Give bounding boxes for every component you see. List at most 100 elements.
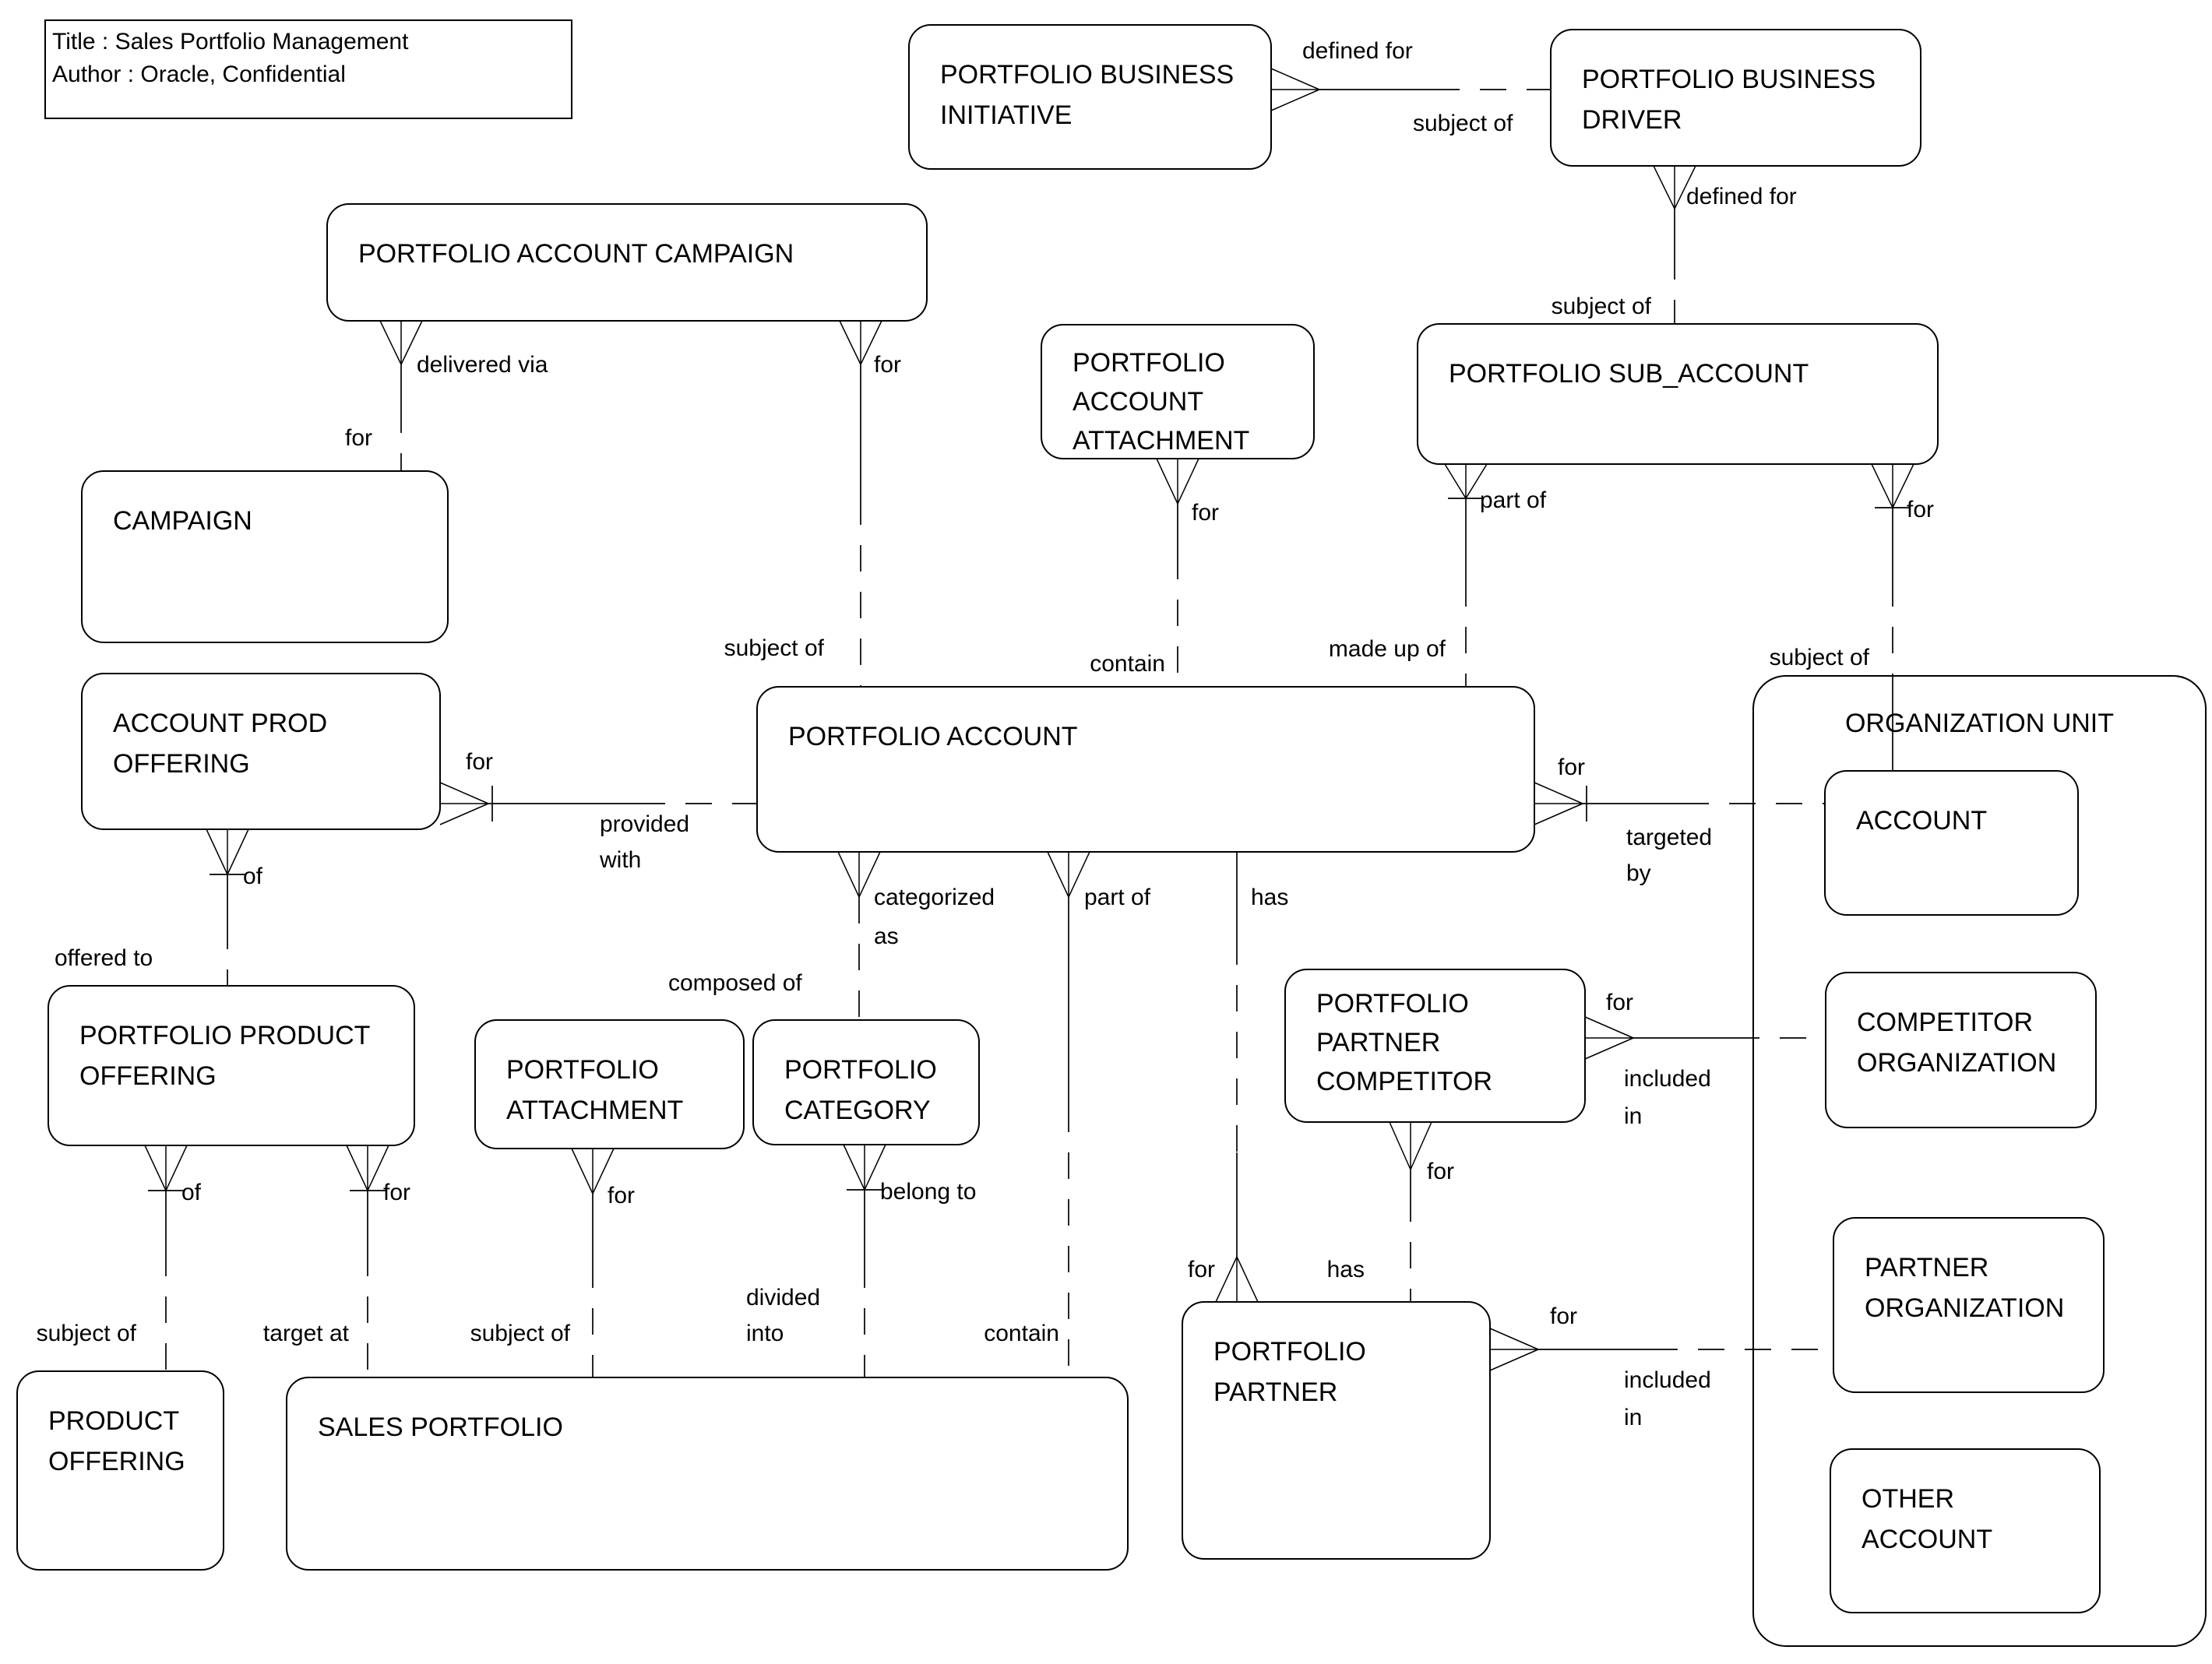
crows-foot — [1068, 851, 1090, 898]
relationship-label: made up of — [1329, 636, 1446, 662]
relationship-label: of — [181, 1180, 202, 1205]
relationship-label: in — [1624, 1405, 1642, 1430]
crows-foot — [379, 320, 402, 365]
entity-label: PORTFOLIO ACCOUNT CAMPAIGN — [358, 239, 794, 269]
entity-label: PORTFOLIO — [1073, 348, 1225, 378]
crows-foot — [1465, 463, 1488, 499]
entity-portfolio-account-campaign[interactable]: PORTFOLIO ACCOUNT CAMPAIGN — [326, 203, 928, 322]
relationship-label: belong to — [880, 1179, 976, 1205]
entity-label: PARTNER — [1316, 1028, 1440, 1057]
entity-label: ACCOUNT PROD — [113, 709, 327, 738]
relationship-label: subject of — [1552, 294, 1652, 319]
relationship-attachment-account: for contain — [1090, 458, 1219, 687]
crows-foot — [1177, 458, 1199, 505]
crows-foot — [571, 1148, 594, 1194]
relationship-label: for — [383, 1180, 410, 1205]
crows-foot — [1584, 1016, 1634, 1039]
entity-label: PORTFOLIO SUB_ACCOUNT — [1449, 359, 1809, 389]
relationship-label: included — [1624, 1367, 1711, 1393]
crows-foot — [439, 803, 489, 825]
entity-label: COMPETITOR — [1316, 1067, 1492, 1096]
entity-campaign[interactable]: CAMPAIGN — [81, 470, 449, 643]
relationship-label: subject of — [1770, 645, 1870, 670]
entity-label: PORTFOLIO BUSINESS — [1582, 65, 1876, 94]
entity-competitor-organization[interactable]: COMPETITOR ORGANIZATION — [1825, 972, 2097, 1128]
entity-portfolio-account[interactable]: PORTFOLIO ACCOUNT — [756, 686, 1535, 853]
relationship-pa-pcat: categorized as composed of — [668, 851, 995, 1020]
entity-organization-unit[interactable]: ORGANIZATION UNIT — [1752, 675, 2207, 1647]
crows-foot — [144, 1145, 167, 1191]
entity-label: ORGANIZATION — [1857, 1048, 2056, 1078]
crows-foot — [1871, 463, 1893, 508]
entity-label: CAMPAIGN — [113, 506, 252, 536]
entity-label: PARTNER — [1213, 1377, 1337, 1407]
relationship-label: included — [1624, 1066, 1711, 1092]
relationship-label: for — [1558, 755, 1585, 780]
relationship-label: divided — [746, 1285, 820, 1310]
relationship-label: categorized — [874, 885, 995, 910]
crows-foot — [1489, 1349, 1539, 1371]
entity-label: ORGANIZATION UNIT — [1845, 709, 2114, 738]
relationship-label: as — [874, 923, 899, 949]
relationship-driver-subaccount: defined for subject of — [1552, 165, 1797, 324]
crows-foot — [165, 1145, 188, 1191]
crows-foot — [1584, 1037, 1634, 1060]
relationship-campaign-delivery: delivered via for — [345, 320, 548, 471]
entity-portfolio-sub-account[interactable]: PORTFOLIO SUB_ACCOUNT — [1417, 323, 1939, 465]
crows-foot — [1534, 782, 1583, 804]
relationship-label: contain — [1090, 651, 1165, 677]
crows-foot — [1047, 851, 1069, 898]
crows-foot — [367, 1145, 389, 1191]
entity-label: ATTACHMENT — [506, 1096, 683, 1125]
crows-foot — [227, 828, 249, 875]
crows-foot — [346, 1145, 368, 1191]
entity-account[interactable]: ACCOUNT — [1824, 770, 2079, 916]
crows-foot — [1156, 458, 1178, 505]
relationship-label: for — [345, 425, 372, 451]
entity-portfolio-business-driver[interactable]: PORTFOLIO BUSINESS DRIVER — [1550, 29, 1921, 167]
crows-foot — [1653, 165, 1675, 209]
relationship-label: for — [1192, 500, 1219, 526]
relationship-label: defined for — [1302, 38, 1413, 64]
entity-sales-portfolio[interactable]: SALES PORTFOLIO — [286, 1377, 1129, 1571]
crows-foot — [837, 851, 860, 898]
entity-label: CATEGORY — [784, 1096, 931, 1125]
relationship-label: contain — [984, 1321, 1059, 1346]
relationship-label: defined for — [1686, 184, 1797, 209]
relationship-label: has — [1327, 1257, 1365, 1282]
diagram-title: Title : Sales Portfolio Management — [52, 29, 409, 55]
entity-label: DRIVER — [1582, 105, 1682, 135]
crows-foot — [1270, 68, 1320, 90]
entity-label: OFFERING — [48, 1447, 185, 1476]
relationship-label: part of — [1480, 487, 1547, 513]
relationship-label: in — [1624, 1103, 1642, 1129]
relationship-label: composed of — [668, 970, 802, 996]
relationship-label: targeted — [1626, 825, 1712, 850]
relationship-label: for — [1188, 1257, 1215, 1282]
relationship-label: delivered via — [417, 352, 548, 378]
relationship-label: subject of — [470, 1321, 571, 1346]
crows-foot — [843, 1144, 865, 1191]
entity-label: COMPETITOR — [1857, 1008, 2033, 1037]
relationship-label: into — [746, 1321, 784, 1346]
